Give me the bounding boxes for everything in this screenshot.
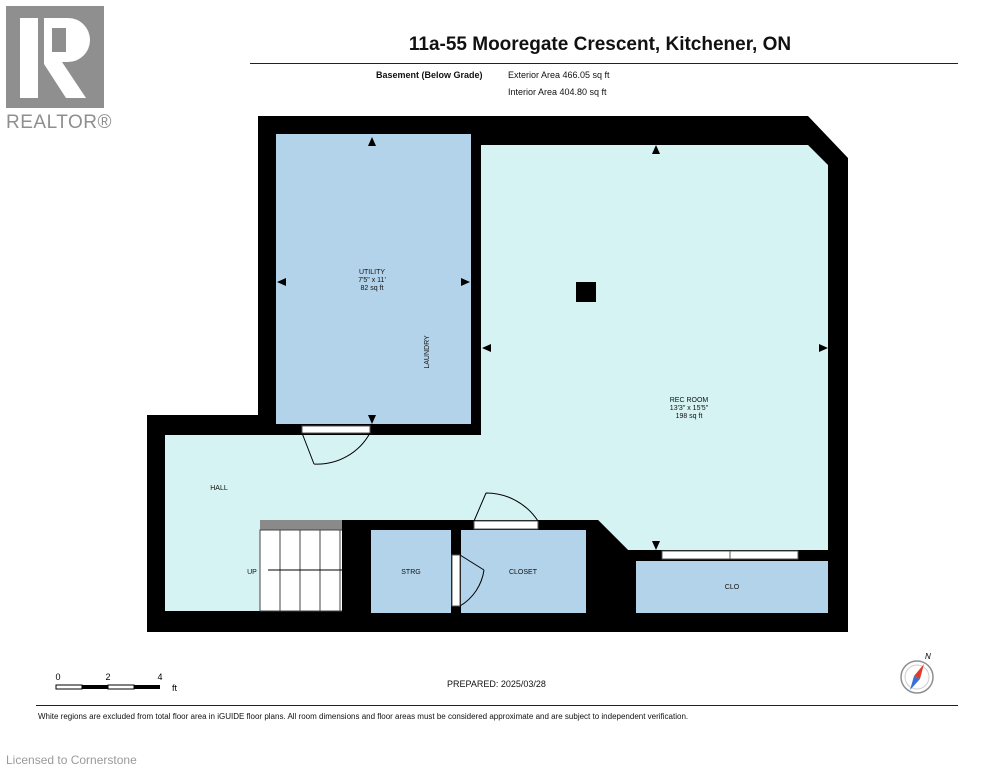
footer-rule (36, 705, 958, 706)
stairs-top-wall (260, 520, 342, 530)
page-title: 11a-55 Mooregate Crescent, Kitchener, ON (408, 34, 792, 55)
scale-label-4: 4 (157, 672, 162, 682)
utility-door (301, 425, 371, 465)
header-rule (250, 63, 958, 64)
scale-label-0: 0 (55, 672, 60, 682)
prepared-date: PREPARED: 2025/03/28 (447, 679, 546, 689)
strg-label: STRG (401, 569, 420, 576)
disclaimer-text: White regions are excluded from total fl… (38, 712, 689, 721)
dimension-arrows (277, 137, 828, 550)
licensed-text: Licensed to Cornerstone (6, 753, 137, 767)
closet-floor (461, 530, 586, 613)
exterior-area: Exterior Area 466.05 sq ft (508, 70, 610, 80)
compass-north-label: N (925, 652, 931, 661)
clo-floor (636, 561, 828, 613)
stairs-label: UP (247, 569, 257, 576)
clo-door (661, 550, 799, 560)
realtor-logo (6, 6, 104, 108)
laundry-label: LAUNDRY (424, 335, 431, 369)
rec-room-label: REC ROOM (670, 397, 709, 404)
compass-icon: N (900, 652, 934, 694)
closet-angle-wall (598, 520, 628, 632)
utility-dims: 7'5" x 11' (358, 277, 386, 284)
realtor-logo-text: REALTOR® (6, 112, 112, 133)
closet-label: CLOSET (509, 569, 538, 576)
floor-label: Basement (Below Grade) (376, 70, 483, 80)
rec-room-area: 198 sq ft (676, 413, 703, 420)
closet-door (473, 492, 539, 530)
rec-room-dims: 13'3" x 15'5" (670, 405, 709, 412)
scale-bar: 0 2 4 ft (55, 672, 178, 693)
scale-unit: ft (172, 683, 178, 693)
strg-floor (371, 530, 451, 613)
structural-column (576, 282, 596, 302)
clo-label: CLO (725, 584, 740, 591)
scale-label-2: 2 (105, 672, 110, 682)
interior-area: Interior Area 404.80 sq ft (508, 87, 607, 97)
utility-rec-wall (471, 134, 481, 435)
strg-door (451, 554, 485, 607)
utility-floor (276, 134, 471, 424)
hall-label: HALL (210, 485, 228, 492)
utility-label: UTILITY (359, 269, 385, 276)
utility-area: 82 sq ft (361, 285, 384, 292)
hall-rec-floor (165, 145, 828, 550)
hall-floor-lower (165, 520, 260, 611)
